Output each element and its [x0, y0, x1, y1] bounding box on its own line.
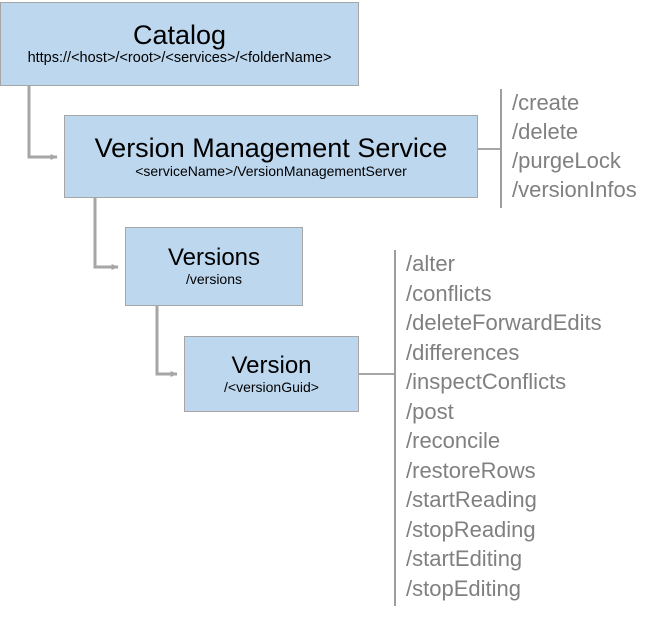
node-catalog-title: Catalog: [132, 19, 227, 50]
operations-list-version-management-service: /create/delete/purgeLock/versionInfos: [512, 88, 637, 204]
node-version-subtitle: /<versionGuid>: [224, 378, 319, 395]
operations-list-version: /alter/conflicts/deleteForwardEdits/diff…: [406, 249, 602, 603]
node-catalog-subtitle: https://<host>/<root>/<services>/<folder…: [27, 50, 332, 67]
operation-item[interactable]: /startEditing: [406, 546, 523, 571]
operation-item[interactable]: /create: [512, 90, 580, 115]
operation-item[interactable]: /stopReading: [406, 516, 536, 542]
node-version-title: Version: [231, 351, 312, 379]
operation-item[interactable]: /stopEditing: [406, 575, 521, 601]
node-version-management-service-title: Version Management Service: [94, 132, 448, 163]
node-version-management-service-subtitle: <serviceName>/VersionManagementServer: [135, 162, 407, 179]
operation-item[interactable]: /startReading: [406, 487, 537, 512]
operations-rule-version: [394, 250, 396, 606]
connector-versions-to-version: [155, 306, 178, 377]
operations-rule-vms: [500, 89, 502, 208]
operation-item[interactable]: /alter: [406, 251, 455, 276]
operation-item[interactable]: /differences: [406, 339, 520, 365]
connector-catalog-to-vms: [27, 86, 58, 160]
operation-item[interactable]: /conflicts: [406, 280, 492, 306]
node-versions[interactable]: Versions /versions: [125, 227, 303, 306]
operation-item[interactable]: /inspectConflicts: [406, 369, 567, 394]
operation-item[interactable]: /post: [406, 398, 454, 424]
operation-item[interactable]: /restoreRows: [406, 457, 536, 483]
node-version-management-service[interactable]: Version Management Service <serviceName>…: [64, 115, 478, 198]
node-versions-subtitle: /versions: [185, 271, 243, 288]
node-version[interactable]: Version /<versionGuid>: [184, 336, 359, 412]
operation-item[interactable]: /reconcile: [406, 428, 501, 453]
operation-item[interactable]: /versionInfos: [512, 177, 637, 202]
operation-item[interactable]: /purgeLock: [512, 148, 621, 173]
connector-vms-to-versions: [93, 198, 119, 270]
node-versions-title: Versions: [167, 244, 261, 272]
operation-item[interactable]: /delete: [512, 119, 579, 144]
node-catalog[interactable]: Catalog https://<host>/<root>/<services>…: [0, 2, 359, 86]
operation-item[interactable]: /deleteForwardEdits: [406, 310, 602, 335]
